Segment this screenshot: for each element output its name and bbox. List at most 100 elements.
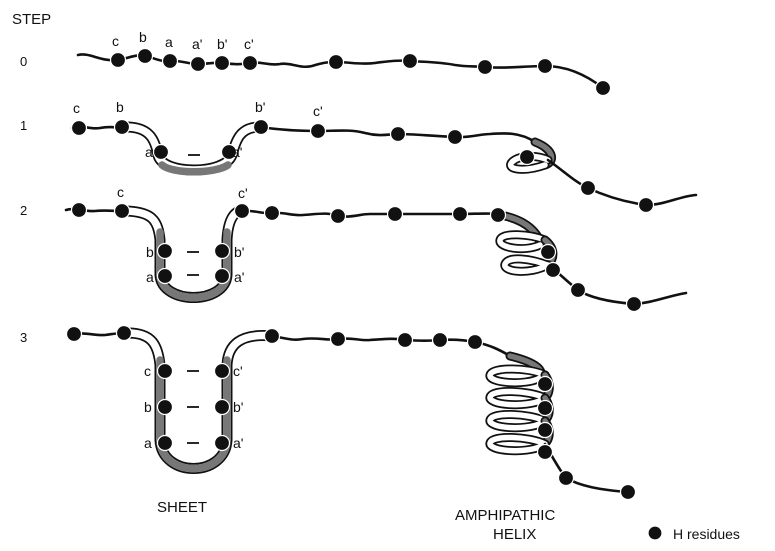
residue-a-prime-3 bbox=[213, 434, 231, 452]
h-residue bbox=[451, 205, 469, 223]
residue-b-prime-3 bbox=[213, 398, 231, 416]
h-residue bbox=[518, 148, 536, 166]
residue-b-2 bbox=[156, 242, 174, 260]
h-residue bbox=[263, 204, 281, 222]
step-2-backbone-tail bbox=[548, 264, 688, 306]
step-1-backbone-tail bbox=[546, 158, 698, 207]
h-residue bbox=[401, 52, 419, 70]
h-residue bbox=[466, 333, 484, 351]
residue-c-3 bbox=[156, 362, 174, 380]
h-residue bbox=[263, 327, 281, 345]
label-c-1: c bbox=[73, 100, 80, 116]
step-number-1: 1 bbox=[20, 118, 27, 133]
residue-b-prime-1 bbox=[252, 118, 270, 136]
label-b-1: b bbox=[116, 99, 124, 115]
residue-a-1 bbox=[152, 143, 170, 161]
h-residue bbox=[386, 205, 404, 223]
h-residue bbox=[539, 243, 557, 261]
residue-b-0 bbox=[136, 47, 154, 65]
label-a-prime-3: a' bbox=[233, 435, 243, 451]
residue-c-prime-2 bbox=[233, 202, 251, 220]
h-residue bbox=[625, 295, 643, 313]
h-residue bbox=[65, 325, 83, 343]
residue-b-prime-0 bbox=[213, 54, 231, 72]
label-b-3: b bbox=[144, 399, 152, 415]
h-residue bbox=[476, 58, 494, 76]
helix-caption-line1: AMPHIPATHIC bbox=[455, 507, 555, 524]
step-0-chain: c b a a' b' c' bbox=[76, 29, 612, 97]
residue-c-2 bbox=[113, 202, 131, 220]
label-a-1: a bbox=[145, 144, 153, 160]
h-residue bbox=[327, 53, 345, 71]
label-b-0: b bbox=[139, 29, 147, 45]
label-b-prime-1: b' bbox=[255, 99, 265, 115]
residue-b-prime-2 bbox=[213, 242, 231, 260]
residue-a-3 bbox=[156, 434, 174, 452]
h-residue bbox=[579, 179, 597, 197]
label-a-3: a bbox=[144, 435, 152, 451]
residue-c-prime-1 bbox=[309, 122, 327, 140]
label-c-prime-2: c' bbox=[238, 185, 248, 201]
sheet-caption: SHEET bbox=[157, 499, 207, 516]
residue-b-1 bbox=[113, 118, 131, 136]
label-c-prime-1: c' bbox=[313, 103, 323, 119]
label-b-prime-0: b' bbox=[217, 36, 227, 52]
step-number-2: 2 bbox=[20, 203, 27, 218]
helix-caption-line2: HELIX bbox=[493, 526, 536, 543]
residue-b-3 bbox=[156, 398, 174, 416]
residue-c-prime-3 bbox=[213, 362, 231, 380]
legend-dot-icon bbox=[647, 525, 663, 541]
h-residue bbox=[557, 469, 575, 487]
step-header: STEP bbox=[12, 11, 51, 28]
h-residue bbox=[396, 331, 414, 349]
label-a-prime-1: a' bbox=[232, 144, 242, 160]
step-3-backbone-tail bbox=[543, 442, 630, 494]
h-residue bbox=[489, 206, 507, 224]
label-a-2: a bbox=[146, 269, 154, 285]
label-a-prime-2: a' bbox=[234, 269, 244, 285]
label-a-prime-0: a' bbox=[192, 36, 202, 52]
h-residue bbox=[536, 399, 554, 417]
residue-a-prime-1 bbox=[220, 143, 238, 161]
residue-c-0 bbox=[109, 51, 127, 69]
h-residue bbox=[594, 79, 612, 97]
residue-a-prime-0 bbox=[189, 55, 207, 73]
step-0-backbone bbox=[76, 53, 605, 90]
h-residue bbox=[329, 330, 347, 348]
h-residue bbox=[70, 201, 88, 219]
h-residue bbox=[536, 421, 554, 439]
h-residue bbox=[619, 483, 637, 501]
h-residue bbox=[431, 331, 449, 349]
step-3-chain: c b a c' b' a' bbox=[65, 324, 637, 501]
label-a-0: a bbox=[165, 34, 173, 50]
residue-a-0 bbox=[161, 52, 179, 70]
h-residue bbox=[446, 128, 464, 146]
legend: H residues bbox=[647, 525, 740, 542]
step-2-chain: c c' b a b' a' bbox=[64, 184, 688, 313]
h-residue bbox=[544, 261, 562, 279]
residue-c-prime-0 bbox=[241, 54, 259, 72]
residue-a-prime-2 bbox=[213, 267, 231, 285]
step-2-helix bbox=[495, 211, 558, 276]
legend-label: H residues bbox=[673, 526, 740, 542]
h-residue bbox=[329, 207, 347, 225]
h-residue bbox=[536, 443, 554, 461]
h-residue bbox=[389, 125, 407, 143]
step-1-chain: c b a a' b' c' bbox=[70, 99, 698, 214]
label-b-2: b bbox=[146, 244, 154, 260]
h-residue bbox=[637, 196, 655, 214]
step-number-0: 0 bbox=[20, 54, 27, 69]
h-residue bbox=[536, 57, 554, 75]
label-c-3: c bbox=[144, 363, 151, 379]
h-residue bbox=[569, 281, 587, 299]
label-b-prime-3: b' bbox=[233, 399, 243, 415]
label-c-0: c bbox=[112, 33, 119, 49]
h-residue bbox=[70, 119, 88, 137]
label-c-2: c bbox=[117, 184, 124, 200]
step-1-helix bbox=[506, 137, 556, 174]
label-c-prime-3: c' bbox=[233, 363, 243, 379]
h-residue bbox=[536, 375, 554, 393]
residue-a-2 bbox=[156, 267, 174, 285]
